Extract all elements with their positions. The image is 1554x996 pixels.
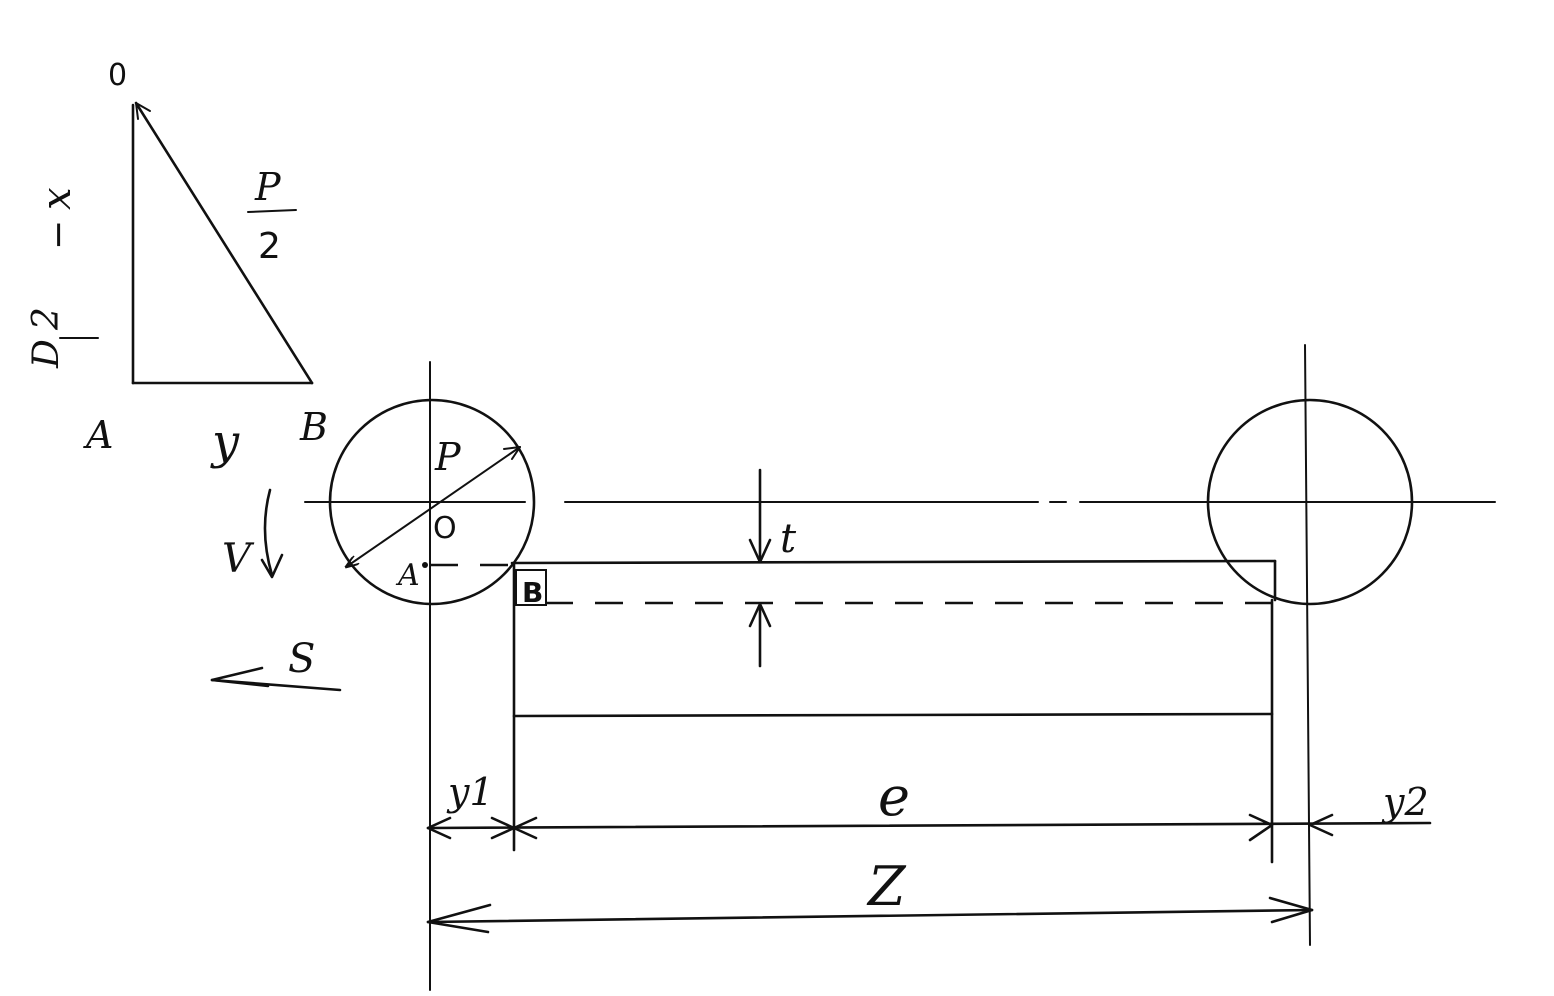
feed-indicator: S [210, 636, 342, 692]
triangle-apex-arrow [135, 102, 151, 120]
hypotenuse-fraction-bar [247, 209, 297, 213]
point-a-dot [422, 562, 428, 568]
depth-label: t [780, 516, 797, 562]
hypotenuse-numerator: P [254, 165, 282, 209]
rotation-arrow-icon [263, 488, 274, 577]
workpiece-top-edge [510, 559, 1277, 565]
point-b-box [515, 569, 547, 606]
workpiece: B [430, 559, 1277, 864]
cutter-end-axis-vertical [1304, 344, 1311, 946]
cutter-start: P O A [304, 361, 536, 991]
dimension-line-upper [426, 821, 1432, 830]
dimension-line-total [426, 908, 1314, 924]
leg-minus-label: − [38, 220, 79, 250]
dimension-lines: y1 e y2 Z [426, 765, 1432, 934]
triangle-vertex-a: A [83, 413, 113, 457]
dim-e-arrowhead-right [1248, 813, 1274, 842]
triangle-leg-vertical-label: x − D 2 [26, 187, 99, 369]
hypotenuse-denominator: 2 [258, 226, 281, 267]
triangle-vertex-b: B [299, 405, 328, 449]
depth-arrowhead-bottom [748, 602, 772, 628]
dim-z-label: Z [866, 855, 907, 918]
dim-y1-label: y1 [446, 770, 494, 814]
geometry-triangle: 0 A B x − D 2 P 2 y [26, 58, 328, 470]
cutter-center-label: O [433, 511, 457, 546]
depth-arrowhead-top [748, 538, 772, 564]
cutter-radius-label: P [434, 435, 462, 479]
triangle-hypotenuse [134, 101, 314, 385]
point-a-label: A [395, 558, 420, 593]
depth-indicator: t [748, 468, 797, 668]
feed-arrowhead [210, 666, 270, 688]
rotation-indicator: V [222, 488, 284, 582]
leg-fraction-numerator: D [26, 339, 67, 369]
dim-z-arrowhead-left [426, 903, 492, 934]
point-b-label: B [522, 576, 543, 609]
dim-e-label: e [878, 765, 910, 828]
leg-fraction-denominator: 2 [26, 307, 67, 331]
leg-x-label: x [34, 187, 80, 210]
leg-y-label: y [210, 414, 240, 470]
cutter-diameter-line [346, 446, 521, 567]
cutter-end [1079, 344, 1496, 946]
rotation-arrowhead [260, 553, 284, 579]
triangle-vertex-top: 0 [108, 58, 127, 93]
dim-y1-arrowhead-left [426, 816, 452, 840]
cutter-diameter-arrowhead [503, 446, 521, 460]
dim-y2-arrowhead [1308, 813, 1334, 837]
dim-e-arrowhead-left [512, 816, 538, 840]
rotation-label: V [222, 536, 255, 582]
dim-y2-label: y2 [1381, 780, 1429, 824]
dim-z-arrowhead-right [1268, 896, 1314, 924]
workpiece-bottom-edge [512, 712, 1274, 718]
feed-label: S [288, 636, 315, 682]
